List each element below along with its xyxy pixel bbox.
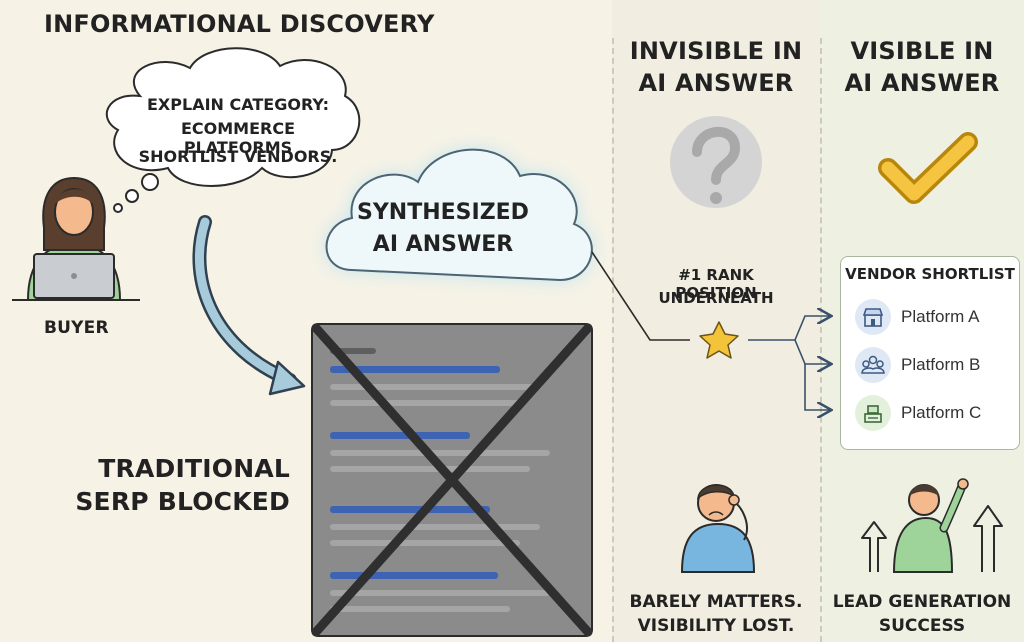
invisible-heading-line-1: INVISIBLE IN [629, 37, 803, 65]
vendor-item-b: Platform B [855, 347, 1015, 383]
thought-bubble [106, 47, 361, 213]
vendor-item-c: Platform C [855, 395, 1015, 431]
connector-lines [591, 251, 830, 410]
ai-cloud-line-2: AI ANSWER [372, 232, 514, 257]
thought-line-3: SHORTLIST VENDORS. [138, 147, 338, 166]
rank-note-line-2: UNDERNEATH [658, 289, 774, 307]
visible-heading-line-2: AI ANSWER [844, 69, 1000, 97]
column-divider-2 [820, 38, 822, 642]
invisible-caption-line-2: VISIBILITY LOST. [637, 616, 795, 636]
register-icon [855, 395, 891, 431]
vendor-item-a: Platform A [855, 299, 1015, 335]
column-divider-1 [612, 38, 614, 642]
storefront-icon [855, 299, 891, 335]
visible-caption-line-1: LEAD GENERATION [832, 592, 1012, 612]
thought-line-1: EXPLAIN CATEGORY: [147, 95, 329, 114]
invisible-heading-line-2: AI ANSWER [638, 69, 794, 97]
serp-blocked-line-2: SERP BLOCKED [75, 487, 290, 516]
thought-line-2: ECOMMERCE PLATFORMS [180, 119, 296, 157]
rank-note-line-1: #1 RANK POSITION [675, 266, 757, 302]
serp-panel [311, 323, 593, 637]
ai-answer-cloud [325, 148, 593, 282]
vendor-shortlist-card: VENDOR SHORTLIST Platform A Plat [840, 256, 1020, 450]
serp-blocked-line-1: TRADITIONAL [98, 454, 290, 483]
buyer-label: BUYER [44, 318, 109, 338]
page-title: INFORMATIONAL DISCOVERY [44, 10, 435, 38]
team-icon [855, 347, 891, 383]
visible-caption-line-2: SUCCESS [878, 616, 966, 636]
vendor-label-a: Platform A [901, 307, 980, 326]
rank-star-icon [699, 321, 739, 359]
checkmark-icon [878, 132, 978, 204]
vendor-shortlist-title: VENDOR SHORTLIST [845, 265, 1015, 283]
buyer-figure [12, 176, 140, 301]
question-mark-icon [670, 116, 762, 208]
ai-cloud-line-1: SYNTHESIZED [357, 200, 529, 225]
visible-heading-line-1: VISIBLE IN [850, 37, 994, 65]
frustrated-person-icon [680, 484, 756, 573]
vendor-label-b: Platform B [901, 355, 981, 374]
invisible-caption-line-1: BARELY MATTERS. [629, 592, 803, 612]
success-person-icon [861, 478, 1003, 573]
flow-arrow-to-serp [192, 215, 306, 396]
vendor-label-c: Platform C [901, 403, 982, 422]
